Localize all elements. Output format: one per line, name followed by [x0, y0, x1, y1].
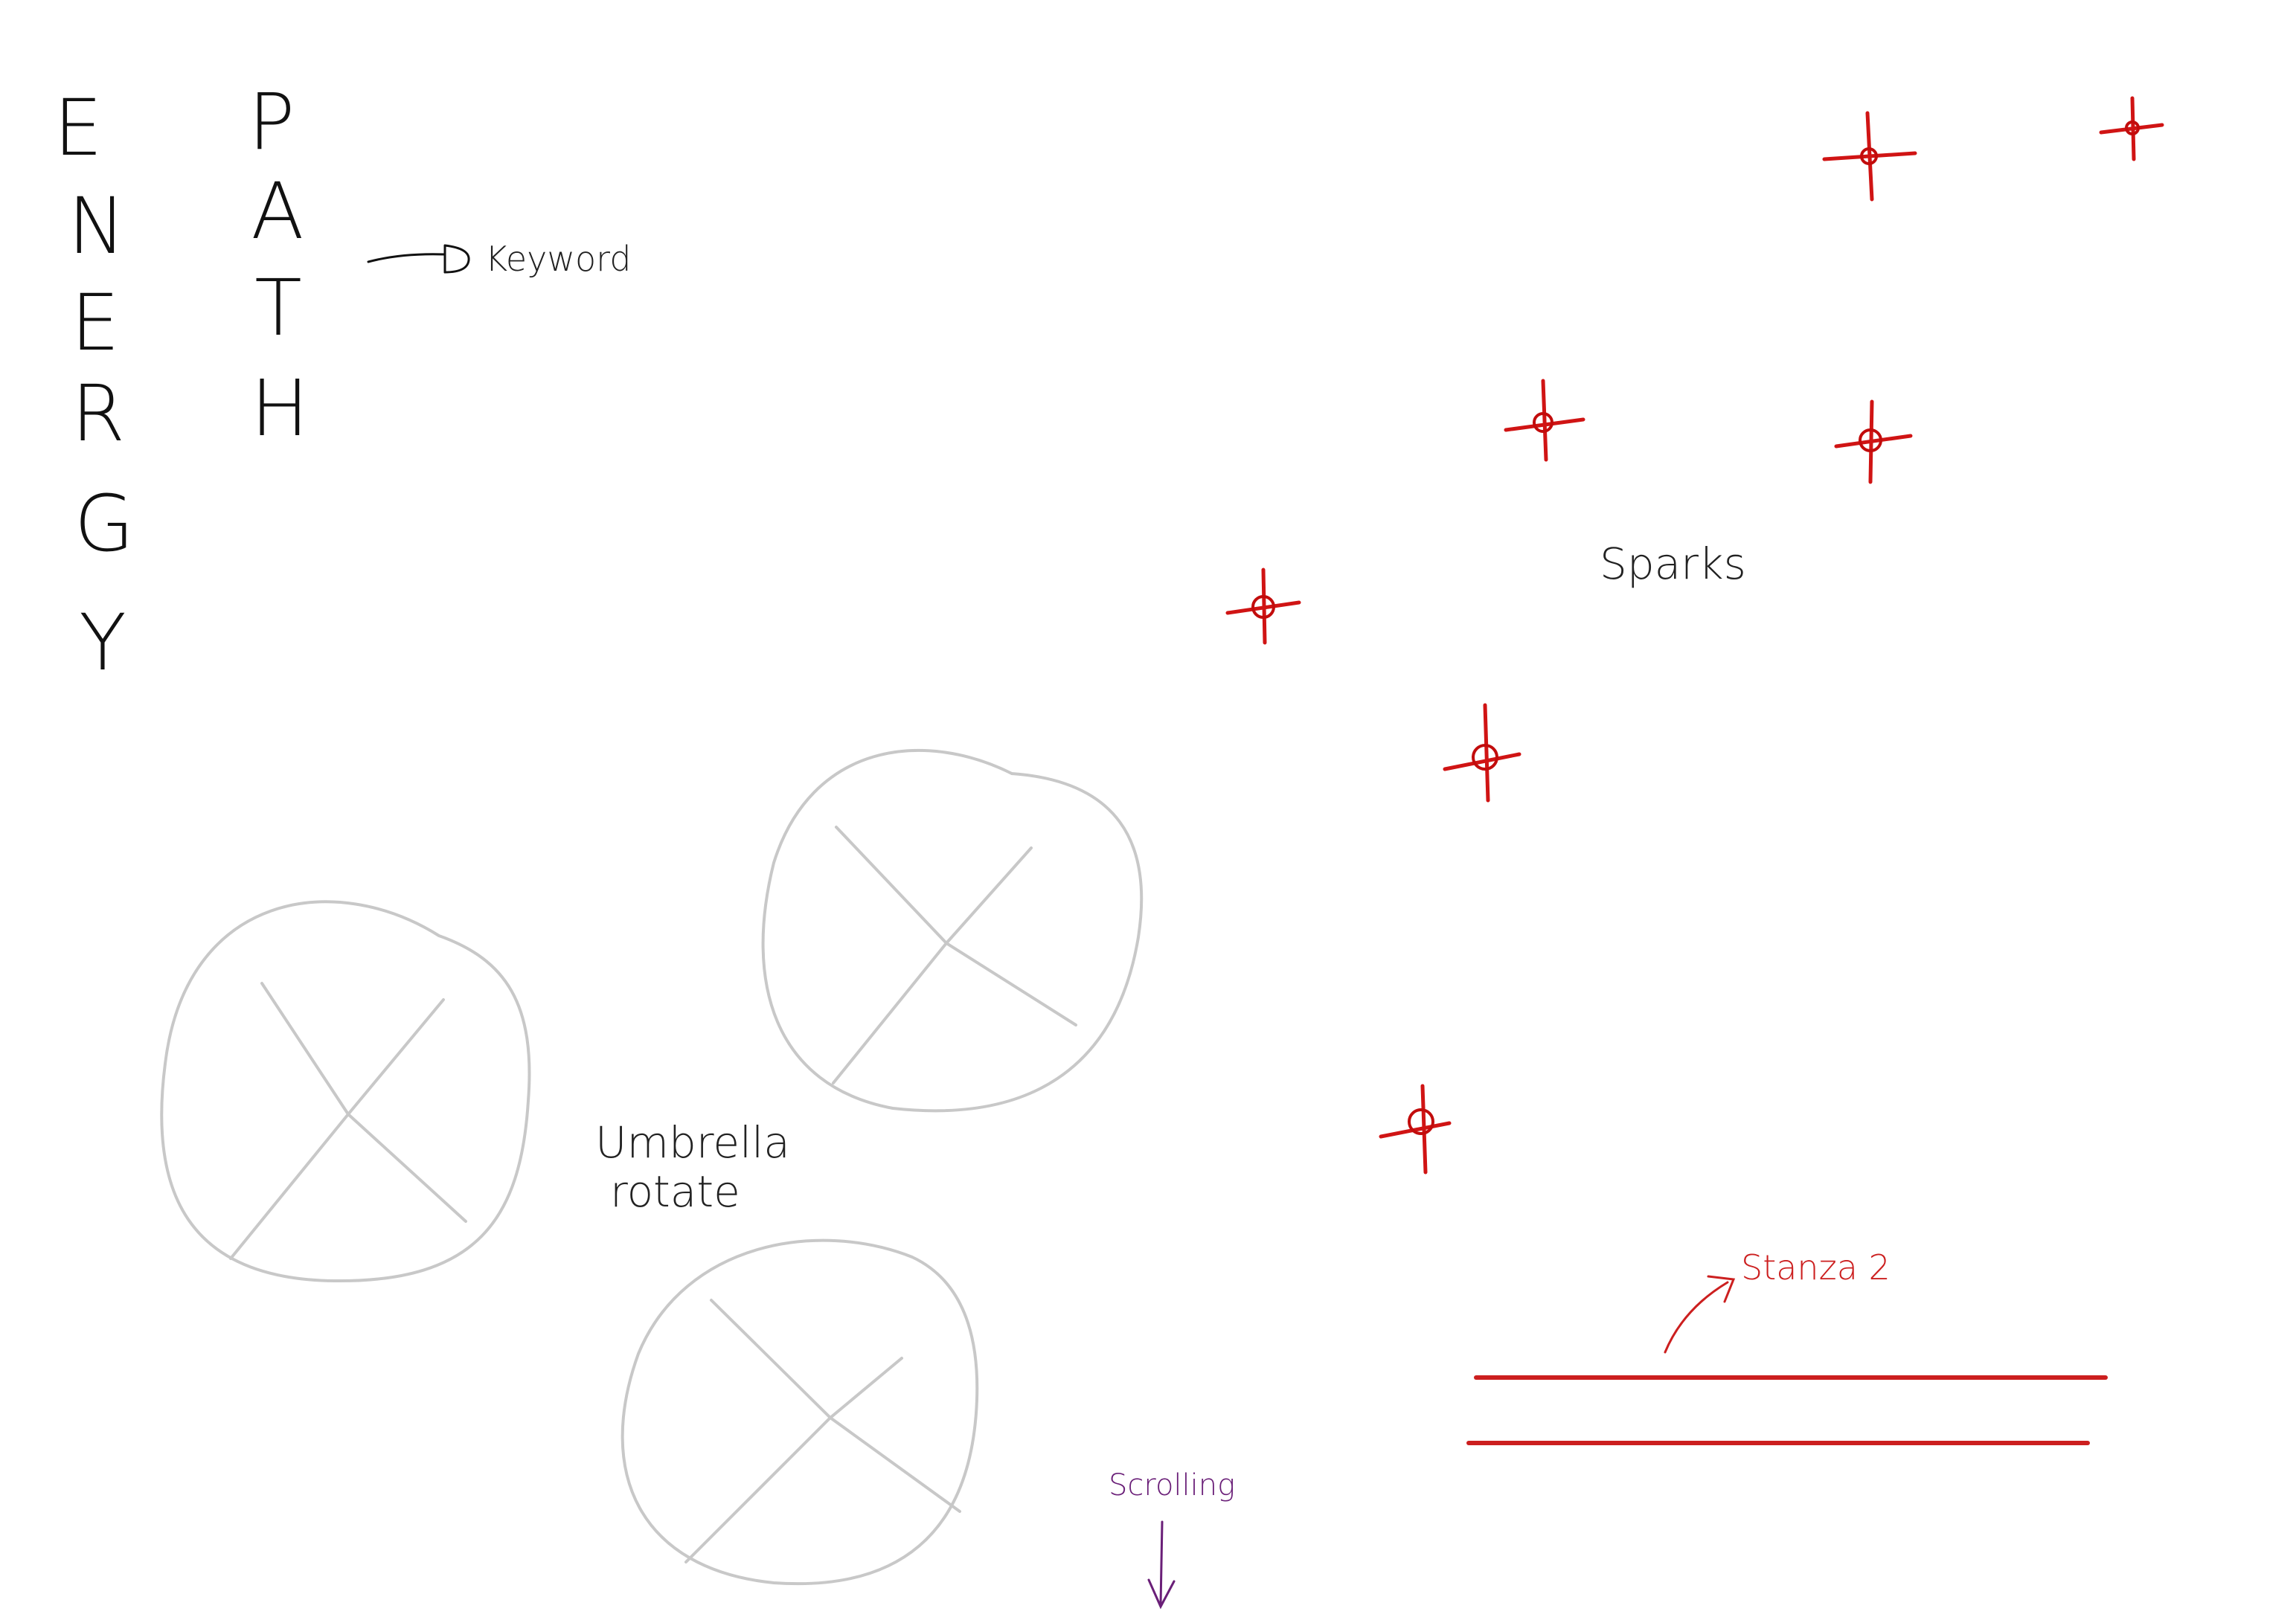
umbrella-label-line2: rotate [610, 1166, 740, 1217]
umbrellas-group [160, 748, 1144, 1586]
spark-star [2099, 96, 2164, 161]
path-letter-2: A [251, 166, 304, 257]
path-letter-4: H [251, 363, 309, 454]
sparks-label: Sparks [1600, 539, 1746, 589]
umbrella [160, 900, 531, 1283]
spark-star [1822, 111, 1917, 202]
umbrella [761, 748, 1144, 1113]
energy-letter-4: R [71, 368, 125, 459]
keyword-label: Keyword [485, 239, 631, 279]
scrolling-arrow [1147, 1520, 1176, 1610]
energy-letter-3: E [71, 277, 120, 368]
spark-star [1834, 399, 1913, 484]
path-letter-1: P [248, 77, 295, 167]
path-vertical-word: P A T H [248, 77, 309, 454]
spark-star [1443, 703, 1521, 803]
stanza-label: Stanza 2 [1741, 1247, 1891, 1288]
energy-letter-1: E [54, 83, 103, 173]
spark-star [1504, 379, 1585, 462]
energy-vertical-word: E N E R G Y [54, 83, 134, 688]
spark-star [1225, 568, 1301, 645]
umbrella-label-line1: Umbrella [595, 1117, 790, 1168]
energy-letter-5: G [74, 478, 135, 569]
path-letter-3: T [254, 263, 302, 353]
stanza-lines [1466, 1375, 2108, 1445]
umbrella [621, 1238, 979, 1586]
spark-star [1379, 1084, 1452, 1174]
energy-letter-6: Y [79, 597, 126, 688]
scrolling-label: Scrolling [1109, 1468, 1235, 1503]
stanza-arrow [1664, 1275, 1736, 1354]
keyword-arrow [367, 244, 470, 274]
energy-letter-2: N [68, 181, 126, 271]
sparks-group [1225, 96, 2164, 1174]
